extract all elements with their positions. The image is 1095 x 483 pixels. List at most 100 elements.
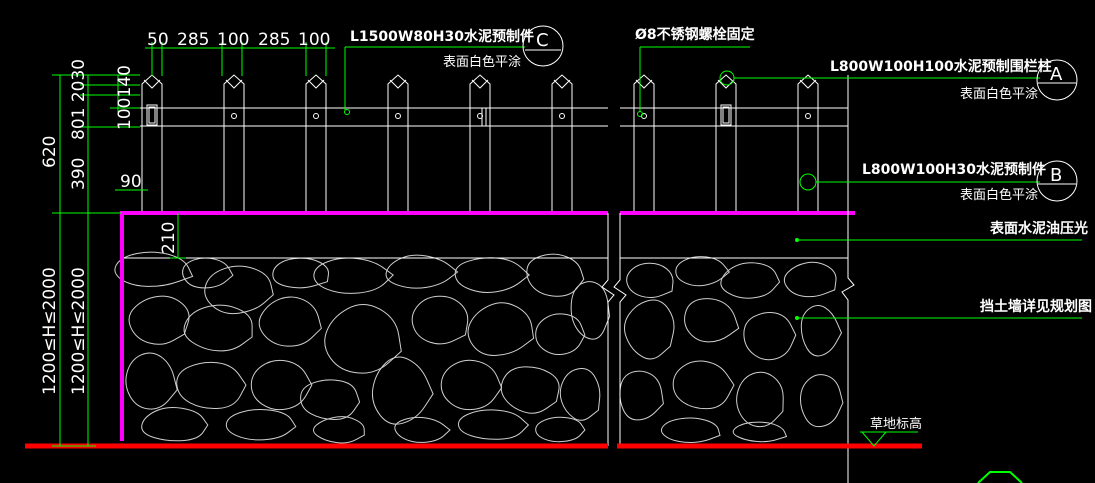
post-slot xyxy=(720,104,732,126)
stone xyxy=(394,416,451,443)
stone xyxy=(535,416,586,443)
callout-a-finish: 表面白色平涂 xyxy=(960,86,1038,102)
stone xyxy=(141,406,209,442)
stone xyxy=(225,408,297,441)
stone xyxy=(313,416,365,444)
callout-c-finish: 表面白色平涂 xyxy=(443,54,521,70)
dim-left-620: 620 xyxy=(40,136,60,168)
stone xyxy=(743,311,797,361)
stone xyxy=(204,265,274,315)
stone xyxy=(732,421,788,443)
stone xyxy=(559,368,601,421)
stone xyxy=(535,313,586,356)
dim-top-285a: 285 xyxy=(177,30,209,50)
callout-b-tag: B xyxy=(1050,165,1062,186)
stone xyxy=(125,352,178,410)
ground-beam-left xyxy=(120,211,608,441)
stone xyxy=(675,256,731,287)
stone xyxy=(313,257,394,294)
stone xyxy=(371,356,434,425)
callout-a-tag: A xyxy=(1050,64,1063,85)
stone xyxy=(799,374,844,428)
stone xyxy=(570,281,611,340)
stone xyxy=(500,366,560,414)
post-cap-chevron xyxy=(389,79,407,89)
callout-cement: 表面水泥油压光 xyxy=(989,220,1088,237)
bolt-hole xyxy=(231,113,237,119)
post-cap-chevron xyxy=(717,79,735,89)
stone xyxy=(258,296,322,347)
dim-top-100a: 100 xyxy=(217,30,249,50)
fence-post xyxy=(715,74,737,213)
stone xyxy=(385,254,459,289)
stone xyxy=(176,361,247,410)
fence-post xyxy=(551,74,573,213)
stone xyxy=(736,371,784,428)
post-cap-chevron xyxy=(635,79,653,89)
stone xyxy=(457,409,530,440)
stone xyxy=(467,302,535,356)
stone xyxy=(661,417,721,443)
stone xyxy=(623,299,675,360)
right-break-line xyxy=(841,75,855,483)
post-cap-chevron xyxy=(143,79,161,89)
stone xyxy=(183,304,253,352)
dim-left-390: 390 xyxy=(69,158,89,190)
fence-post xyxy=(305,74,327,213)
callout-bolt: Ø8不锈钢螺栓固定 xyxy=(635,26,755,43)
stone xyxy=(454,257,530,293)
post-cap-chevron xyxy=(553,79,571,89)
post-slot xyxy=(146,104,158,126)
bolt-hole xyxy=(805,113,811,119)
post-slot-inner xyxy=(148,106,156,124)
dim-offset-90: 90 xyxy=(120,172,142,192)
dim-top-285b: 285 xyxy=(258,30,290,50)
stone xyxy=(128,295,190,345)
stone xyxy=(440,359,503,411)
stone xyxy=(672,360,735,410)
break-line xyxy=(601,213,627,446)
fence xyxy=(140,74,848,213)
fence-post xyxy=(223,74,245,213)
callout-b-spec: L800W100H30水泥预制件 xyxy=(862,161,1046,178)
stone-wall-texture xyxy=(114,251,844,444)
bolt-hole xyxy=(313,113,319,119)
fence-post xyxy=(469,74,491,213)
bolt-hole xyxy=(395,113,401,119)
post-slot-inner xyxy=(722,106,730,124)
stone xyxy=(300,379,361,421)
post-cap-chevron xyxy=(471,79,489,89)
post-cap-chevron xyxy=(225,79,243,89)
dim-beam-210: 210 xyxy=(159,222,179,254)
stone xyxy=(411,295,469,345)
post-cap-chevron xyxy=(799,79,817,89)
stone xyxy=(250,359,313,411)
fence-post xyxy=(797,74,819,213)
stone xyxy=(684,298,740,343)
partial-symbol xyxy=(977,471,1023,483)
dim-left-height-b: 1200≤H≤2000 xyxy=(69,267,89,395)
dim-top-50: 50 xyxy=(147,30,169,50)
callout-c-spec: L1500W80H30水泥预制件 xyxy=(350,28,534,45)
fence-post xyxy=(633,74,655,213)
dim-left-801-2030: 801 2030 xyxy=(69,59,89,140)
dim-top-100b: 100 xyxy=(298,30,330,50)
callout-a-spec: L800W100H100水泥预制围栏柱 xyxy=(830,58,1052,75)
stone xyxy=(626,262,674,299)
stone xyxy=(272,257,329,289)
stone xyxy=(114,251,194,287)
stone xyxy=(324,303,402,374)
stone xyxy=(182,257,234,289)
callout-tag-circles xyxy=(522,25,1078,202)
callout-b-finish: 表面白色平涂 xyxy=(960,187,1038,203)
grass-level-label: 草地标高 xyxy=(870,416,922,432)
stone xyxy=(800,305,843,357)
dimension-lines xyxy=(52,42,335,447)
dim-left-100140: 100140 xyxy=(115,65,135,130)
fence-post xyxy=(141,74,163,213)
stone xyxy=(619,370,664,421)
callout-c-tag: C xyxy=(536,30,549,51)
fence-post xyxy=(387,74,409,213)
grass-level-marker xyxy=(860,431,918,447)
